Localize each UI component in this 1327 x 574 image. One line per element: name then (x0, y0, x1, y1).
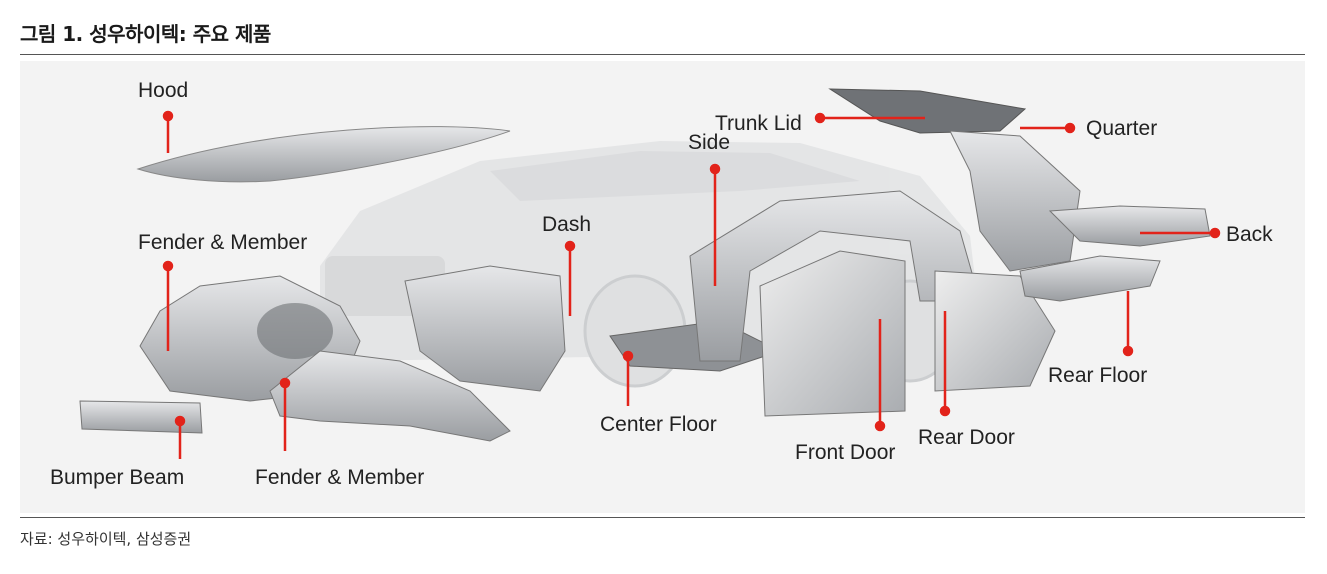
lower-fender-member-part (269, 350, 511, 442)
back-part (1048, 205, 1211, 247)
figure-title: 그림 1. 성우하이텍: 주요 제품 (20, 22, 271, 46)
diagram-panel: Hood Fender & Member Bumper Beam Fender … (20, 61, 1305, 513)
bottom-divider (20, 517, 1305, 518)
bumper-beam-part (79, 400, 203, 434)
label-bumper-beam: Bumper Beam (50, 466, 185, 489)
label-hood: Hood (138, 79, 189, 102)
label-front-door: Front Door (795, 441, 896, 464)
rear-floor-part (1019, 255, 1161, 302)
dash-part (404, 265, 566, 392)
leader-lines (162, 110, 1221, 459)
label-side: Side (688, 131, 731, 154)
label-back: Back (1226, 223, 1273, 246)
front-door-part (759, 250, 906, 417)
car-body-diagram (79, 88, 1221, 459)
figure-source: 자료: 성우하이텍, 삼성증권 (20, 530, 192, 548)
label-fender-member-bottom: Fender & Member (255, 466, 425, 489)
label-rear-floor: Rear Floor (1048, 364, 1148, 387)
label-rear-door: Rear Door (918, 426, 1015, 449)
label-trunk-lid: Trunk Lid (715, 112, 802, 135)
hood-part (136, 126, 511, 183)
rear-door-part (934, 270, 1056, 392)
label-center-floor: Center Floor (600, 413, 717, 436)
label-dash: Dash (542, 213, 592, 236)
trunk-lid-part (828, 88, 1027, 134)
side-frame-part (689, 190, 981, 362)
top-divider (20, 54, 1305, 55)
quarter-part (949, 130, 1081, 272)
label-quarter: Quarter (1086, 117, 1158, 140)
label-fender-member-top: Fender & Member (138, 231, 308, 254)
